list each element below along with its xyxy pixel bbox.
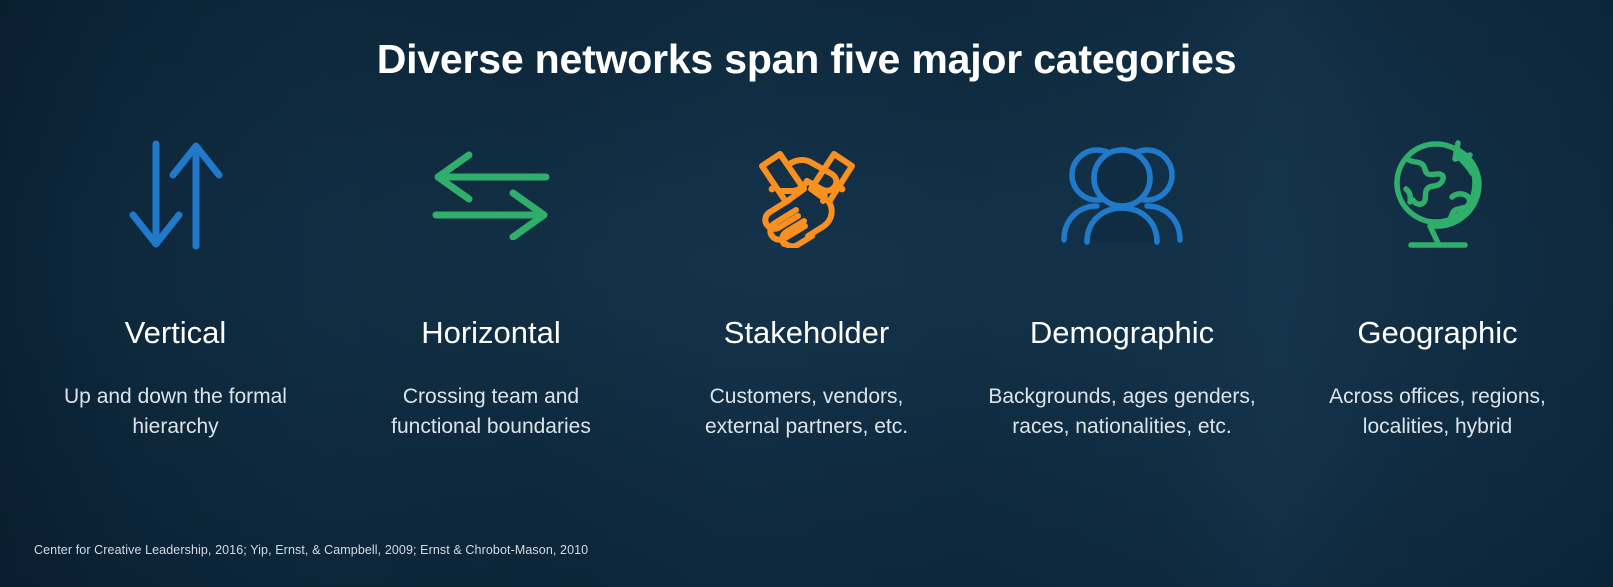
category-description: Customers, vendors, external partners, e… — [704, 385, 909, 439]
vertical-arrows-icon — [126, 136, 226, 254]
category-description: Backgrounds, ages genders, races, nation… — [988, 385, 1256, 439]
category-description: Up and down the formal hierarchy — [64, 385, 287, 439]
category-column-stakeholder: Stakeholder Customers, vendors, external… — [649, 136, 964, 443]
handshake-icon — [734, 136, 880, 254]
category-description: Crossing team and functional boundaries — [391, 385, 591, 439]
category-columns: Vertical Up and down the formal hierarch… — [18, 136, 1595, 443]
category-title: Vertical — [124, 315, 227, 350]
horizontal-arrows-icon — [431, 136, 551, 254]
category-column-horizontal: Horizontal Crossing team and functional … — [334, 136, 649, 443]
category-column-geographic: Geographic Across offices, regions, loca… — [1280, 136, 1595, 443]
category-title: Demographic — [1029, 315, 1215, 350]
category-column-demographic: Demographic Backgrounds, ages genders, r… — [965, 136, 1280, 443]
source-citation: Center for Creative Leadership, 2016; Yi… — [34, 543, 589, 557]
category-title: Stakeholder — [723, 315, 890, 350]
globe-icon — [1386, 136, 1490, 254]
category-column-vertical: Vertical Up and down the formal hierarch… — [18, 136, 333, 443]
category-description: Across offices, regions, localities, hyb… — [1329, 385, 1546, 439]
category-title: Geographic — [1357, 315, 1518, 350]
page-title: Diverse networks span five major categor… — [376, 36, 1237, 82]
category-title: Horizontal — [421, 315, 561, 350]
group-of-people-icon — [1059, 136, 1185, 254]
